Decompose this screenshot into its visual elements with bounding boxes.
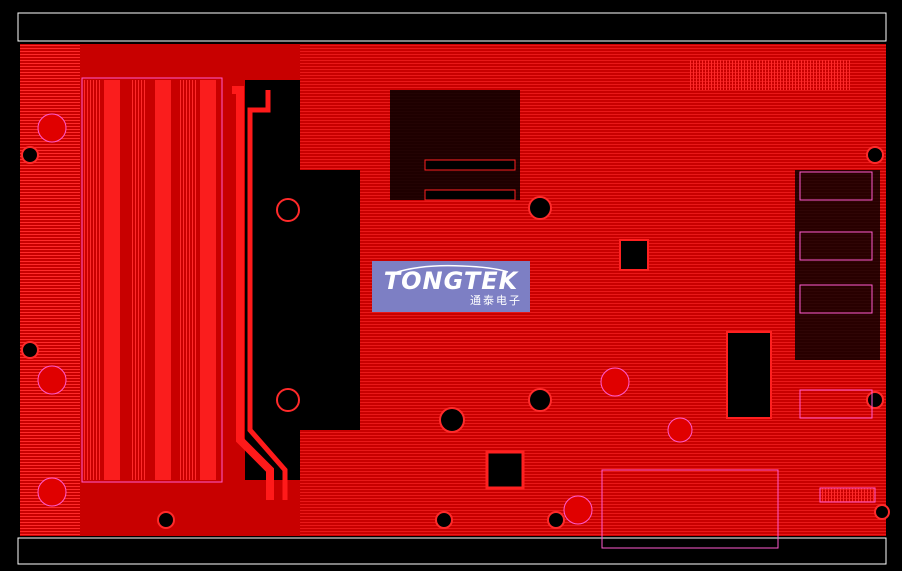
mount-hole-7 — [21, 341, 39, 359]
memory-slot-5 — [180, 80, 196, 480]
mount-hole-11 — [435, 511, 453, 529]
serial-port-2 — [799, 231, 873, 261]
capacitor-1 — [37, 113, 67, 143]
logo-subtitle: 通泰电子 — [470, 294, 522, 307]
mount-hole-9 — [866, 391, 884, 409]
chip-large — [726, 331, 772, 419]
header-pins — [690, 60, 850, 90]
clearance-upper-mid — [390, 90, 520, 200]
mount-hole-6 — [21, 146, 39, 164]
power-trace-1 — [232, 86, 274, 500]
tongtek-logo: TONGTEK 通泰电子 — [372, 261, 530, 312]
connector-top-2 — [424, 189, 516, 201]
logo-wordmark: TONGTEK — [383, 267, 519, 295]
capacitor-3 — [37, 477, 67, 507]
chip-qfp — [485, 450, 525, 490]
mount-hole-13 — [874, 504, 890, 520]
clearance-center — [255, 170, 360, 430]
silk-outline-bottom — [601, 469, 779, 549]
serial-port-1 — [799, 171, 873, 201]
mount-hole-12 — [547, 511, 565, 529]
mount-hole-2 — [276, 388, 300, 412]
board-outline-top — [17, 12, 887, 42]
capacitor-2 — [37, 365, 67, 395]
memory-slot-1 — [84, 80, 100, 480]
chip-mid — [619, 239, 649, 271]
memory-slot-2 — [104, 80, 120, 480]
memory-slot-6 — [200, 80, 216, 480]
mount-hole-5 — [528, 388, 552, 412]
capacitor-5 — [600, 367, 630, 397]
serial-port-4 — [799, 389, 873, 419]
mount-hole-4 — [528, 196, 552, 220]
memory-slot-frame — [81, 77, 223, 483]
logo-swoosh-icon — [393, 264, 509, 274]
capacitor-6 — [667, 417, 693, 443]
board-outline-bottom — [17, 537, 887, 565]
mount-hole-3 — [439, 407, 465, 433]
memory-slot-4 — [155, 80, 171, 480]
mount-hole-10 — [157, 511, 175, 529]
power-trace-2 — [247, 90, 288, 500]
capacitor-4 — [563, 495, 593, 525]
mount-hole-1 — [276, 198, 300, 222]
memory-slots — [81, 77, 223, 483]
serial-port-3 — [799, 284, 873, 314]
memory-slot-3 — [130, 80, 146, 480]
connector-bottom-right — [819, 487, 876, 503]
mount-hole-8 — [866, 146, 884, 164]
clearance-right-panel — [795, 170, 880, 360]
connector-top — [424, 159, 516, 171]
